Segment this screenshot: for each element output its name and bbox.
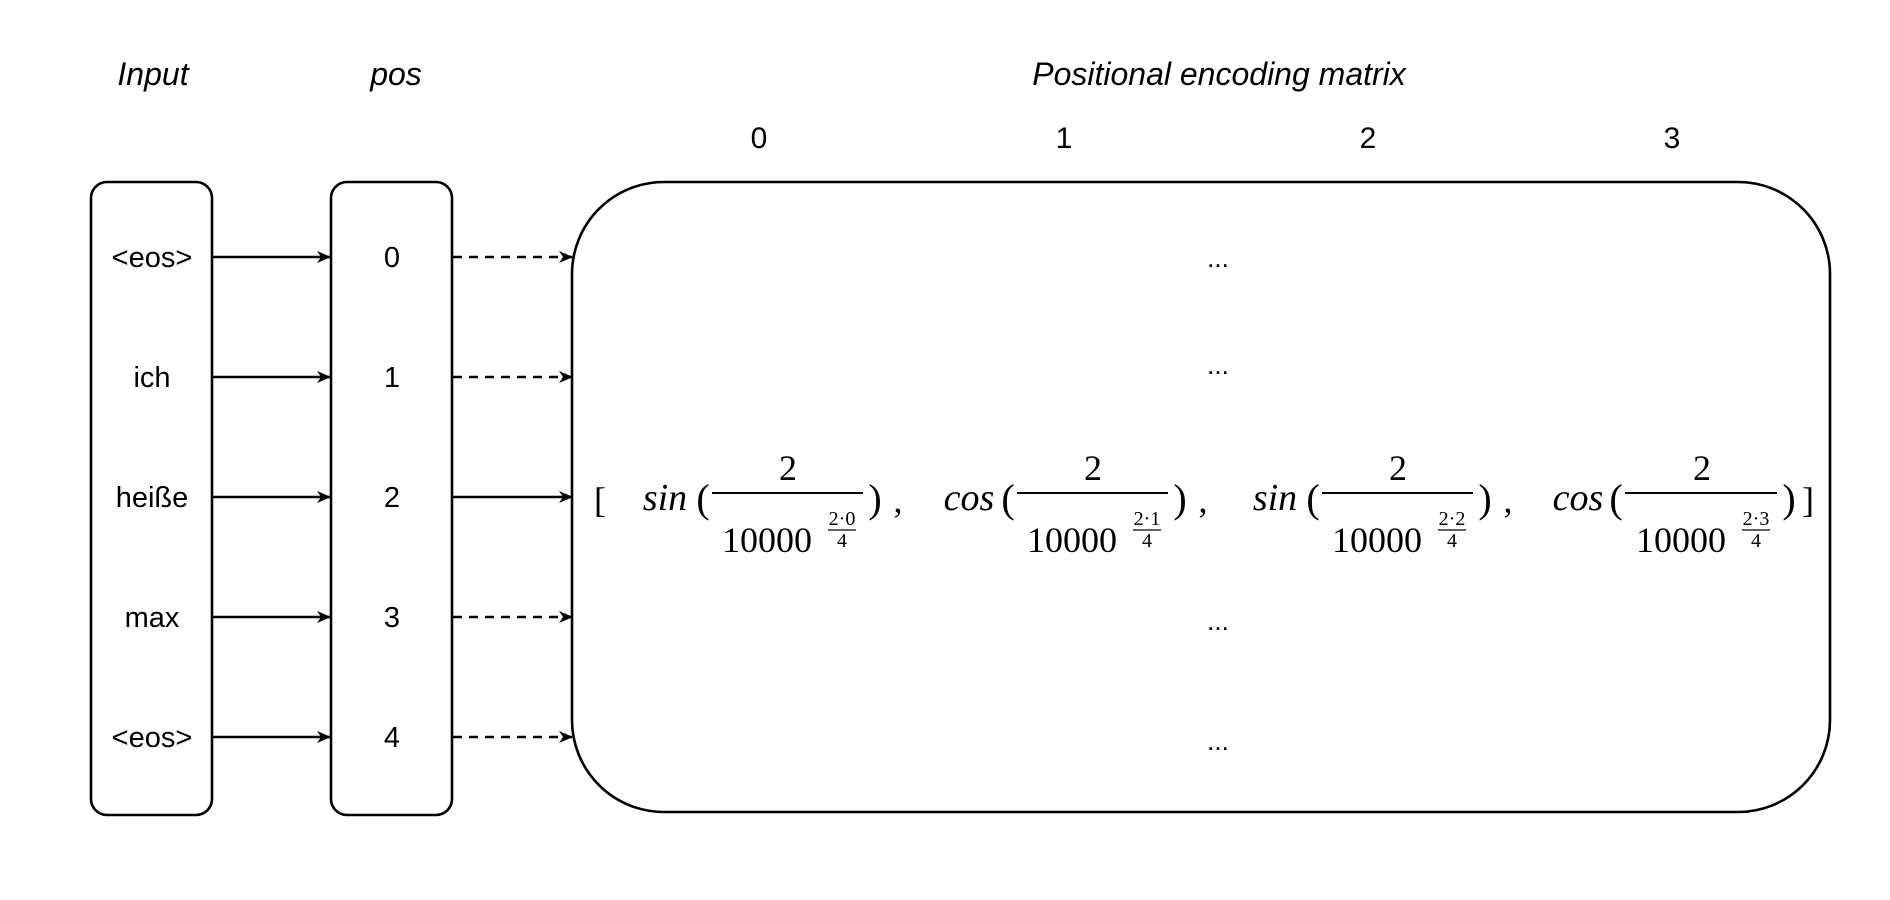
row-4: <eos> 4 ... [112, 722, 1229, 756]
formula-base: 10000 [1027, 520, 1117, 560]
formula-exponent-denominator: 4 [1447, 530, 1457, 552]
formula-term: sin ( 2 10000 2·2 4 ) , [1253, 448, 1513, 560]
formula-exponent-denominator: 4 [837, 530, 847, 552]
formula-exponent-denominator: 4 [1751, 530, 1761, 552]
formula-separator: , [1199, 480, 1208, 520]
formula-close-paren: ) [868, 476, 881, 521]
token-label: heiße [116, 482, 189, 514]
formula-close-paren: ) [1478, 476, 1491, 521]
formula-exponent-numerator: 2·2 [1439, 508, 1466, 530]
formula-term: sin ( 2 10000 2·0 4 ) , [643, 448, 903, 560]
formula-function: cos [1553, 477, 1604, 519]
row-placeholder-ellipsis: ... [1207, 350, 1229, 380]
formula-term: cos ( 2 10000 2·3 4 ) [1553, 448, 1796, 560]
formula-numerator: 2 [1389, 448, 1407, 488]
row-3: max 3 ... [125, 602, 1229, 636]
row-placeholder-ellipsis: ... [1207, 243, 1229, 273]
pos-label: 3 [384, 602, 400, 634]
matrix-header: Positional encoding matrix [1032, 56, 1407, 92]
formula-open-paren: ( [696, 476, 709, 521]
formula-numerator: 2 [1693, 448, 1711, 488]
formula-exponent-numerator: 2·3 [1743, 508, 1770, 530]
token-label: <eos> [112, 722, 193, 754]
formula-numerator: 2 [779, 448, 797, 488]
formula-function: sin [1253, 477, 1297, 519]
pos-label: 1 [384, 362, 400, 394]
pos-label: 0 [384, 242, 400, 274]
formula-function: cos [944, 477, 995, 519]
formula-open-bracket: [ [594, 480, 606, 520]
token-label: <eos> [112, 242, 193, 274]
formula-exponent-numerator: 2·0 [829, 508, 856, 530]
input-header: Input [117, 56, 189, 92]
column-label: 2 [1360, 122, 1377, 155]
formula-close-paren: ) [1782, 476, 1795, 521]
formula-exponent-numerator: 2·1 [1134, 508, 1161, 530]
formula-separator: , [894, 480, 903, 520]
formula-base: 10000 [1332, 520, 1422, 560]
token-label: ich [133, 362, 170, 394]
formula-separator: , [1504, 480, 1513, 520]
formula-close-bracket: ] [1802, 480, 1814, 520]
formula-term: cos ( 2 10000 2·1 4 ) , [944, 448, 1208, 560]
input-tokens-box [89, 180, 214, 817]
formula-exponent-denominator: 4 [1142, 530, 1152, 552]
formula-base: 10000 [1636, 520, 1726, 560]
formula-open-paren: ( [1001, 476, 1014, 521]
row-placeholder-ellipsis: ... [1207, 606, 1229, 636]
positions-box [329, 180, 454, 817]
formula-base: 10000 [722, 520, 812, 560]
formula-open-paren: ( [1306, 476, 1319, 521]
rows: <eos> 0 ... ich 1 ... heiße 2 max 3 ... [112, 242, 1229, 756]
formula-close-paren: ) [1173, 476, 1186, 521]
row-1: ich 1 ... [133, 350, 1228, 394]
row-placeholder-ellipsis: ... [1207, 726, 1229, 756]
pos-label: 4 [384, 722, 400, 754]
formula-numerator: 2 [1084, 448, 1102, 488]
row-2: heiße 2 [116, 482, 573, 514]
column-labels: 0 1 2 3 [751, 122, 1681, 155]
row-0: <eos> 0 ... [112, 242, 1229, 274]
column-label: 3 [1664, 122, 1681, 155]
pos-label: 2 [384, 482, 400, 514]
column-label: 0 [751, 122, 768, 155]
pos-header: pos [369, 56, 422, 92]
encoding-formula: [ ] sin ( 2 10000 2·0 4 ) , cos ( 2 1000… [594, 448, 1814, 560]
column-label: 1 [1056, 122, 1073, 155]
token-label: max [125, 602, 180, 634]
formula-function: sin [643, 477, 687, 519]
formula-open-paren: ( [1609, 476, 1622, 521]
